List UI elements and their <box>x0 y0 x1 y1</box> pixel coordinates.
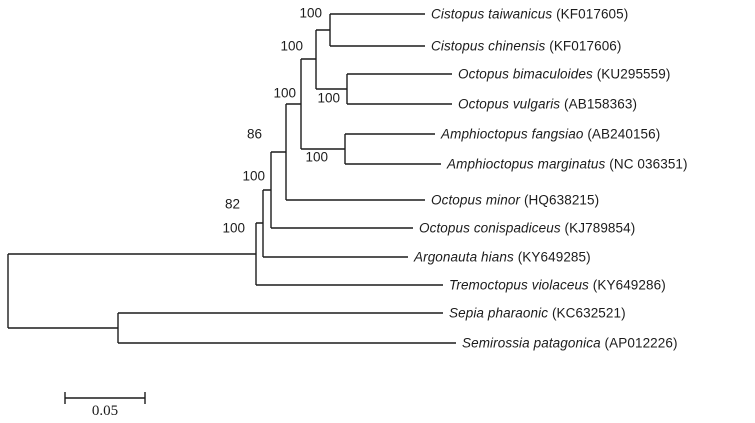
accession-number: (KU295559) <box>596 66 671 82</box>
taxon-label: Cistopus taiwanicus (KF017605) <box>431 7 628 22</box>
species-name: Octopus bimaculoides <box>458 66 593 82</box>
bootstrap-value: 100 <box>273 85 296 101</box>
accession-number: (KF017606) <box>549 38 622 54</box>
bootstrap-value: 100 <box>280 38 303 54</box>
bootstrap-value: 100 <box>317 90 340 106</box>
scale-bar <box>64 392 146 404</box>
accession-number: (AP012226) <box>604 335 678 351</box>
species-name: Cistopus taiwanicus <box>431 6 553 22</box>
species-name: Sepia pharaonic <box>449 305 549 321</box>
species-name: Tremoctopus violaceus <box>449 277 589 293</box>
bootstrap-value: 82 <box>224 196 240 212</box>
species-name: Octopus vulgaris <box>458 96 561 112</box>
accession-number: (KY649286) <box>592 277 666 293</box>
accession-number: (AB158363) <box>564 96 638 112</box>
accession-number: (KF017605) <box>556 6 629 22</box>
accession-number: (KY649285) <box>517 249 591 265</box>
taxon-label: Octopus vulgaris (AB158363) <box>458 97 637 112</box>
taxon-label: Octopus bimaculoides (KU295559) <box>458 67 670 82</box>
species-name: Octopus minor <box>431 192 521 208</box>
accession-number: (KJ789854) <box>564 220 636 236</box>
species-name: Cistopus chinensis <box>431 38 546 54</box>
taxon-label: Cistopus chinensis (KF017606) <box>431 39 622 54</box>
accession-number: (AB240156) <box>587 126 661 142</box>
taxon-label: Semirossia patagonica (AP012226) <box>462 336 678 351</box>
bootstrap-value: 100 <box>305 149 328 165</box>
scale-bar-label: 0.05 <box>91 403 119 419</box>
species-name: Amphioctopus marginatus <box>447 156 606 172</box>
accession-number: (KC632521) <box>551 305 626 321</box>
bootstrap-value: 100 <box>299 5 322 21</box>
taxon-label: Amphioctopus fangsiao (AB240156) <box>441 127 660 142</box>
taxon-label: Octopus conispadiceus (KJ789854) <box>419 221 635 236</box>
accession-number: (NC 036351) <box>609 156 688 172</box>
species-name: Semirossia patagonica <box>462 335 601 351</box>
species-name: Argonauta hians <box>414 249 514 265</box>
tree-branch-lines <box>7 13 456 344</box>
taxon-label: Sepia pharaonic (KC632521) <box>449 306 626 321</box>
bootstrap-value: 86 <box>246 126 262 142</box>
accession-number: (HQ638215) <box>523 192 600 208</box>
species-name: Octopus conispadiceus <box>419 220 561 236</box>
species-name: Amphioctopus fangsiao <box>441 126 584 142</box>
taxon-label: Tremoctopus violaceus (KY649286) <box>449 278 666 293</box>
bootstrap-value: 100 <box>242 168 265 184</box>
taxon-label: Argonauta hians (KY649285) <box>414 250 591 265</box>
taxon-label: Octopus minor (HQ638215) <box>431 193 599 208</box>
bootstrap-value: 100 <box>222 220 245 236</box>
taxon-label: Amphioctopus marginatus (NC 036351) <box>447 157 688 172</box>
